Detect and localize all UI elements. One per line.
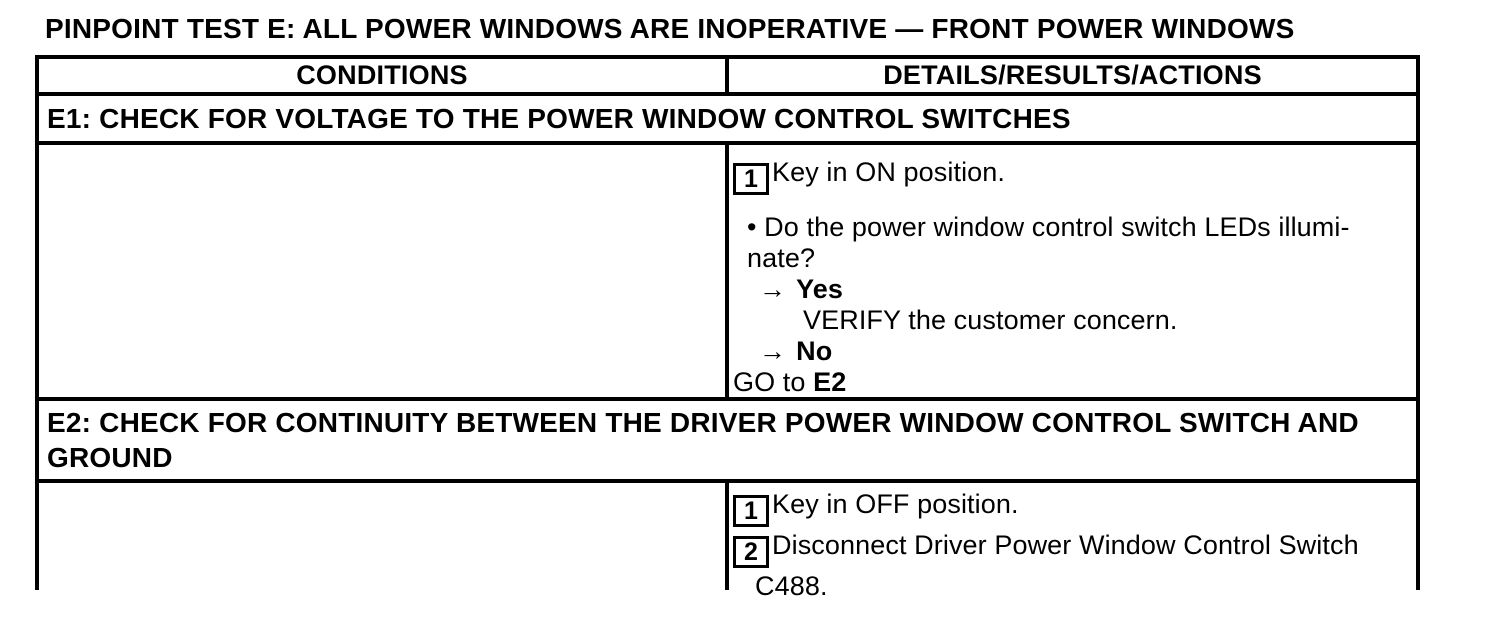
- yes-action-text: VERIFY the customer concern.: [803, 305, 1178, 335]
- step-e1-heading-row: E1: CHECK FOR VOLTAGE TO THE POWER WINDO…: [39, 96, 1416, 145]
- step-e2-heading-line-1: E2: CHECK FOR CONTINUITY BETWEEN THE DRI…: [47, 407, 1359, 438]
- step-text: Key in ON position.: [772, 157, 1006, 187]
- pinpoint-test-table: CONDITIONS DETAILS/RESULTS/ACTIONS E1: C…: [35, 55, 1420, 601]
- goto-target: E2: [813, 367, 847, 397]
- conditions-cell-e1: [39, 145, 729, 397]
- step-text: Key in OFF position.: [772, 489, 1019, 519]
- no-branch: → No: [759, 336, 1412, 367]
- column-header-conditions: CONDITIONS: [39, 59, 729, 92]
- arrow-right-icon: →: [759, 274, 787, 304]
- arrow-right-icon: →: [759, 336, 787, 366]
- no-label: No: [796, 336, 833, 366]
- step-e2-heading-line-2: GROUND: [47, 442, 173, 473]
- yes-branch: → Yes: [759, 274, 1412, 305]
- question-line-2: nate?: [747, 243, 816, 273]
- step-number-box: 1: [733, 163, 769, 195]
- step-e2-heading: E2: CHECK FOR CONTINUITY BETWEEN THE DRI…: [39, 401, 1359, 479]
- table-header-row: CONDITIONS DETAILS/RESULTS/ACTIONS: [39, 59, 1416, 96]
- step-number-box: 2: [733, 536, 769, 568]
- conditions-cell-e2: [39, 483, 729, 590]
- column-header-details: DETAILS/RESULTS/ACTIONS: [883, 60, 1262, 90]
- pinpoint-test-title: PINPOINT TEST E: ALL POWER WINDOWS ARE I…: [45, 13, 1295, 44]
- question-line-1: • Do the power window control switch LED…: [747, 212, 1350, 242]
- yes-label: Yes: [796, 274, 843, 304]
- step-text-continuation: C488.: [755, 571, 828, 601]
- step-number-box: 1: [733, 495, 769, 527]
- goto-prefix: GO to: [733, 367, 814, 397]
- step-e2-heading-row: E2: CHECK FOR CONTINUITY BETWEEN THE DRI…: [39, 401, 1416, 483]
- step-e1-heading: E1: CHECK FOR VOLTAGE TO THE POWER WINDO…: [47, 103, 1071, 134]
- step-text: Disconnect Driver Power Window Control S…: [772, 530, 1359, 560]
- no-action-text: GO to E2: [733, 367, 1412, 398]
